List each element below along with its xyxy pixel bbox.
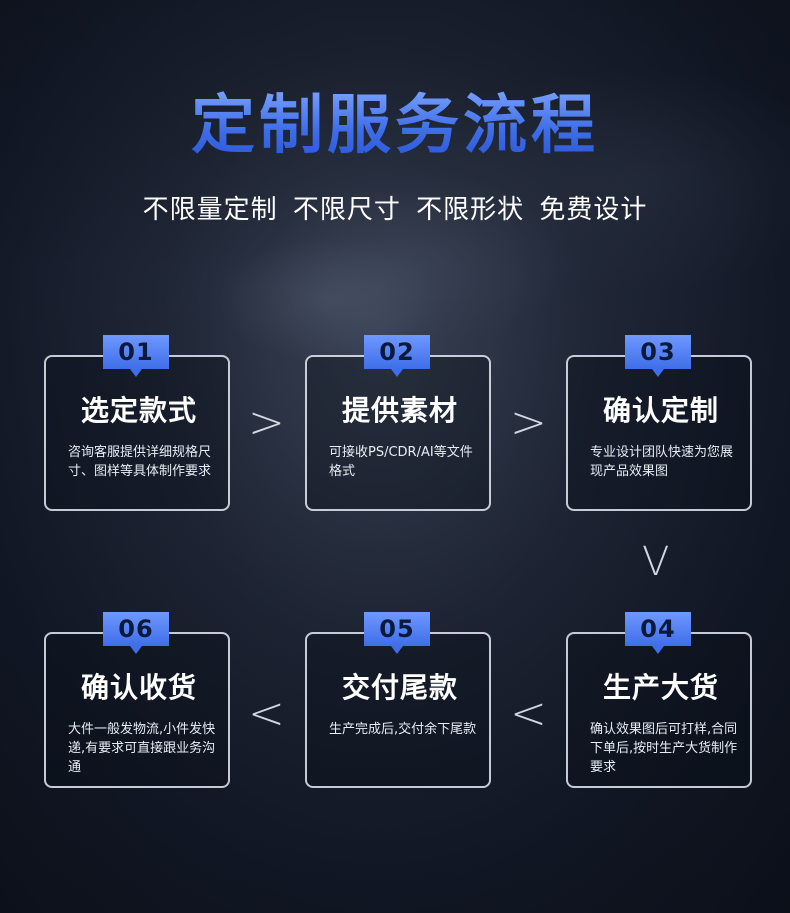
arrow-left-icon: <	[510, 688, 547, 739]
step-number-badge: 03	[625, 335, 691, 377]
step-number-badge: 02	[364, 335, 430, 377]
step-card-04: 04 生产大货 确认效果图后可打样,合同下单后,按时生产大货制作要求	[566, 612, 752, 788]
step-card-06: 06 确认收货 大件一般发物流,小件发快递,有要求可直接跟业务沟通	[44, 612, 230, 788]
step-card-05: 05 交付尾款 生产完成后,交付余下尾款	[305, 612, 491, 788]
step-card-01: 01 选定款式 咨询客服提供详细规格尺寸、图样等具体制作要求	[44, 335, 230, 511]
step-description: 咨询客服提供详细规格尺寸、图样等具体制作要求	[68, 445, 212, 479]
step-title: 提供素材	[341, 394, 458, 427]
arrow-right-icon: >	[510, 397, 547, 448]
step-card-02: 02 提供素材 可接收PS/CDR/AI等文件格式	[305, 335, 491, 511]
step-card-03: 03 确认定制 专业设计团队快速为您展现产品效果图	[566, 335, 752, 511]
step-number-badge: 04	[625, 612, 691, 654]
step-title: 确认定制	[602, 394, 719, 427]
step-description: 可接收PS/CDR/AI等文件格式	[329, 445, 473, 479]
step-number-badge: 06	[103, 612, 169, 654]
step-number-badge: 01	[103, 335, 169, 377]
step-title: 生产大货	[602, 671, 719, 704]
page-title: 定制服务流程	[0, 88, 790, 164]
step-title: 选定款式	[80, 394, 197, 427]
arrow-left-icon: <	[248, 688, 285, 739]
page-subtitle: 不限量定制 不限尺寸 不限形状 免费设计	[142, 195, 648, 225]
arrow-down-icon: V	[642, 539, 670, 585]
step-title: 交付尾款	[341, 671, 458, 704]
arrow-right-icon: >	[248, 397, 285, 448]
step-description: 专业设计团队快速为您展现产品效果图	[590, 445, 734, 479]
step-description: 生产完成后,交付余下尾款	[329, 722, 477, 737]
step-description: 大件一般发物流,小件发快递,有要求可直接跟业务沟通	[68, 722, 216, 775]
step-title: 确认收货	[80, 671, 197, 704]
step-description: 确认效果图后可打样,合同下单后,按时生产大货制作要求	[590, 722, 738, 775]
step-number-badge: 05	[364, 612, 430, 654]
